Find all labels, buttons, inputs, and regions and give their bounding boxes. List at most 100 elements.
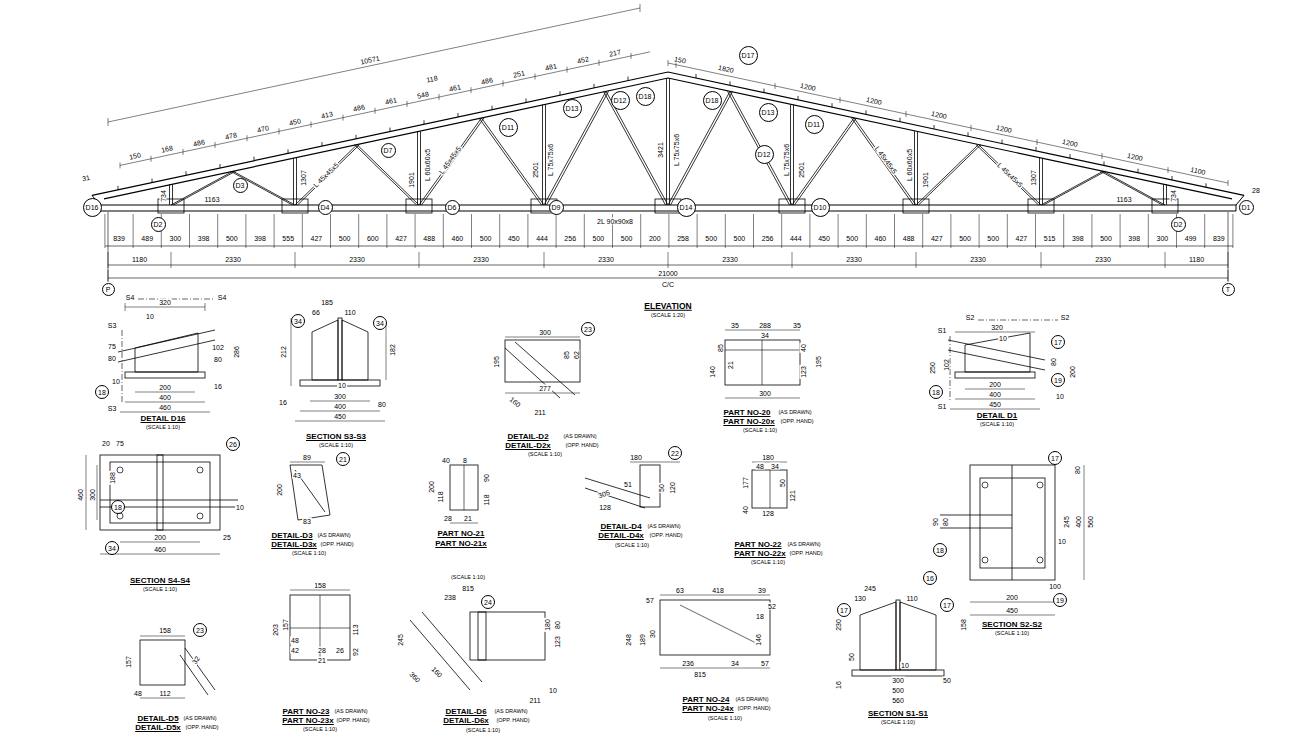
dimension-label: 66 (311, 309, 321, 316)
dimension-line (120, 52, 650, 166)
callout-circle: D11 (499, 118, 518, 137)
view-title: DETAIL-D4x (597, 532, 645, 540)
dimension-label: 258 (676, 235, 690, 242)
dimension-label: 34 (730, 660, 740, 667)
dimension-tick (535, 74, 536, 80)
member-line (940, 528, 1012, 529)
web-plate (338, 318, 342, 380)
dimension-label: 548 (416, 90, 431, 100)
dimension-line (386, 325, 387, 380)
dimension-tick (358, 214, 359, 248)
dimension-label: 189 (639, 633, 646, 647)
dimension-label: 200 (1069, 365, 1076, 379)
purlin-cleat (866, 110, 867, 114)
callout-circle: 19 (1053, 593, 1067, 607)
bolt-hole (197, 467, 203, 473)
view-title: DETAIL-D6 (444, 708, 487, 716)
dimension-label: 1180 (131, 256, 148, 263)
dimension-label: 200 (276, 483, 283, 497)
dimension-label: 2330 (969, 256, 987, 263)
dimension-label: 450 (988, 401, 1002, 408)
callout-number: P (106, 286, 111, 293)
dimension-line (300, 411, 380, 412)
purlin-cleat (1036, 147, 1037, 151)
callout-circle: 18 (111, 500, 125, 514)
view-title: SECTION S4-S4 (129, 577, 191, 585)
callout-number: 17 (943, 602, 951, 609)
view-title: (AS DRAWN) (493, 709, 528, 715)
dimension-label: 478 (224, 131, 239, 141)
dimension-label: 83 (302, 518, 312, 525)
callout-circle: T (1222, 283, 1235, 296)
gusset-plate (342, 320, 368, 380)
dimension-tick (1232, 214, 1233, 248)
callout-circle: D2 (1171, 217, 1186, 232)
dimension-label: 188 (109, 471, 116, 485)
dimension-label: 500 (986, 235, 1000, 242)
callout-number: 26 (229, 441, 237, 448)
diagonal-member (728, 91, 790, 205)
dimension-label: L 75x75x6 (783, 143, 790, 177)
dimension-tick (503, 80, 504, 86)
dimension-tick (343, 115, 344, 121)
dimension-line (295, 421, 385, 422)
dimension-label: 300 (891, 677, 905, 684)
view-title: (OPP. HAND) (736, 706, 771, 712)
gusset-plate (406, 199, 432, 213)
callout-number: 23 (196, 627, 204, 634)
view-title: SECTION S2-S2 (981, 621, 1043, 629)
dimension-label: L 45x45x5 (873, 144, 899, 176)
view-title: DETAIL-D2 (506, 433, 549, 441)
dimension-label: 2501 (798, 161, 805, 179)
dimension-label: 62 (573, 350, 580, 360)
view-title: DETAIL-D4 (599, 523, 642, 531)
callout-circle: 17 (837, 603, 851, 617)
callout-circle: 18 (929, 385, 943, 399)
dimension-label: S1 (937, 327, 948, 334)
dimension-label: 245 (397, 633, 404, 647)
view-title: (SCALE 1:10) (318, 443, 354, 449)
dimension-line (505, 393, 580, 394)
plate (110, 462, 210, 523)
dimension-line (970, 615, 1055, 616)
dimension-label: 1200 (799, 82, 818, 93)
dimension-label: 48 (133, 690, 143, 697)
dimension-label: 130 (853, 595, 867, 602)
dimension-line (97, 465, 98, 520)
dimension-label: 28 (443, 515, 453, 522)
dimension-tick (950, 214, 951, 248)
dimension-label: 21 (317, 657, 327, 664)
view-title: (SCALE 1:10) (614, 543, 650, 549)
view-title: (SCALE 1:10) (880, 720, 916, 726)
dimension-label: 90 (932, 517, 939, 527)
view-title: (OPP. HAND) (564, 443, 599, 449)
dimension-label: 16 (278, 399, 288, 406)
dimension-label: 203 (272, 623, 279, 637)
dimension-label: 500 (891, 687, 905, 694)
dimension-label: 398 (1071, 235, 1085, 242)
purlin-cleat (1002, 140, 1003, 144)
purlin-cleat (492, 106, 493, 110)
callout-number: D7 (384, 147, 393, 154)
member-line (940, 515, 1012, 516)
callout-circle: 18 (933, 543, 947, 557)
plate (125, 372, 205, 378)
view-title: (AS DRAWN) (777, 410, 812, 416)
view-title: PART NO-20 (723, 409, 772, 417)
bend-line (680, 605, 760, 645)
dimension-label: 461 (384, 97, 399, 107)
callout-number: D16 (86, 204, 99, 211)
dimension-label: 500 (592, 235, 606, 242)
dimension-label: 486 (352, 103, 367, 113)
dimension-label: 398 (1127, 235, 1141, 242)
dimension-label: 400 (158, 394, 172, 401)
dimension-label: 195 (815, 355, 822, 369)
dimension-label: 450 (507, 235, 521, 242)
dimension-label: 110 (905, 595, 918, 602)
callout-circle: D13 (759, 103, 778, 122)
dimension-label: 300 (758, 390, 772, 397)
callout-number: 22 (671, 450, 679, 457)
dimension-label: 80 (1050, 357, 1057, 367)
view-title: (SCALE 1:10) (142, 587, 178, 593)
dimension-label: 118 (437, 490, 444, 503)
